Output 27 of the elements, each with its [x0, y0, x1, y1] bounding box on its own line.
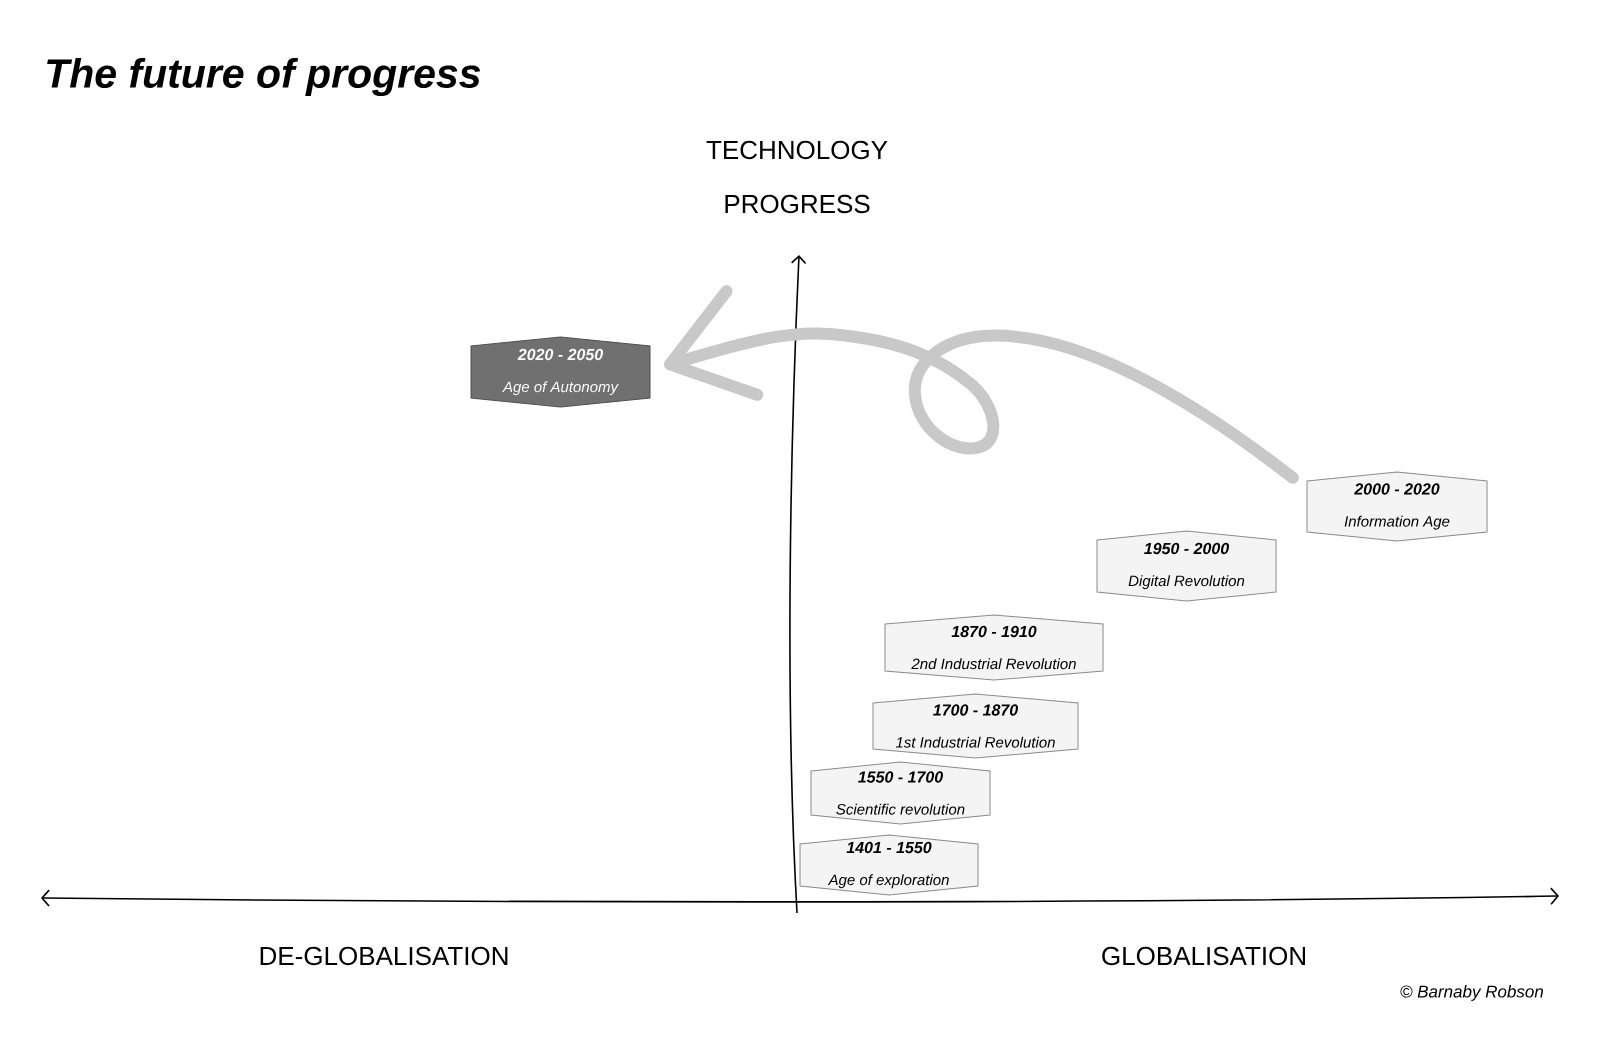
- axis-label: GLOBALISATION: [1102, 946, 1305, 966]
- era-title: 1st Industrial Revolution: [895, 736, 1055, 748]
- era-title: Age of exploration: [827, 874, 949, 889]
- hexagon-box: [872, 693, 1079, 759]
- era-title: Scientific revolution: [836, 803, 965, 815]
- date-range: 1950 - 2000: [1144, 542, 1230, 555]
- date-range: 2000 - 2020: [1354, 483, 1440, 495]
- era-title: Information Age: [1344, 515, 1450, 530]
- date-range: 1700 - 1870: [933, 704, 1018, 716]
- hexagon-box: [884, 614, 1104, 681]
- title: The future of progress: [47, 57, 481, 97]
- axis-label: TECHNOLOGY PROGRESS: [706, 140, 888, 214]
- hexagon-box: [810, 761, 991, 825]
- era-title: 2nd Industrial Revolution: [911, 658, 1076, 670]
- date-range: 1401 - 1550: [846, 841, 932, 854]
- hexagon-box: [1306, 471, 1488, 542]
- hexagon-box: [799, 834, 979, 896]
- date-range: 1870 - 1910: [951, 625, 1037, 638]
- curved-arrow: [663, 285, 1299, 484]
- axis-label: DE-GLOBALISATION: [260, 946, 508, 966]
- era-title: Digital Revolution: [1128, 575, 1245, 590]
- date-range: 1550 - 1700: [858, 771, 943, 783]
- copyright-note: © Barnaby Robson: [1400, 985, 1543, 1001]
- date-range: 2020 - 2050: [517, 348, 603, 361]
- hexagon-box: [470, 336, 651, 408]
- hexagon-box: [1096, 530, 1277, 602]
- era-title: Age of Autonomy: [502, 381, 619, 396]
